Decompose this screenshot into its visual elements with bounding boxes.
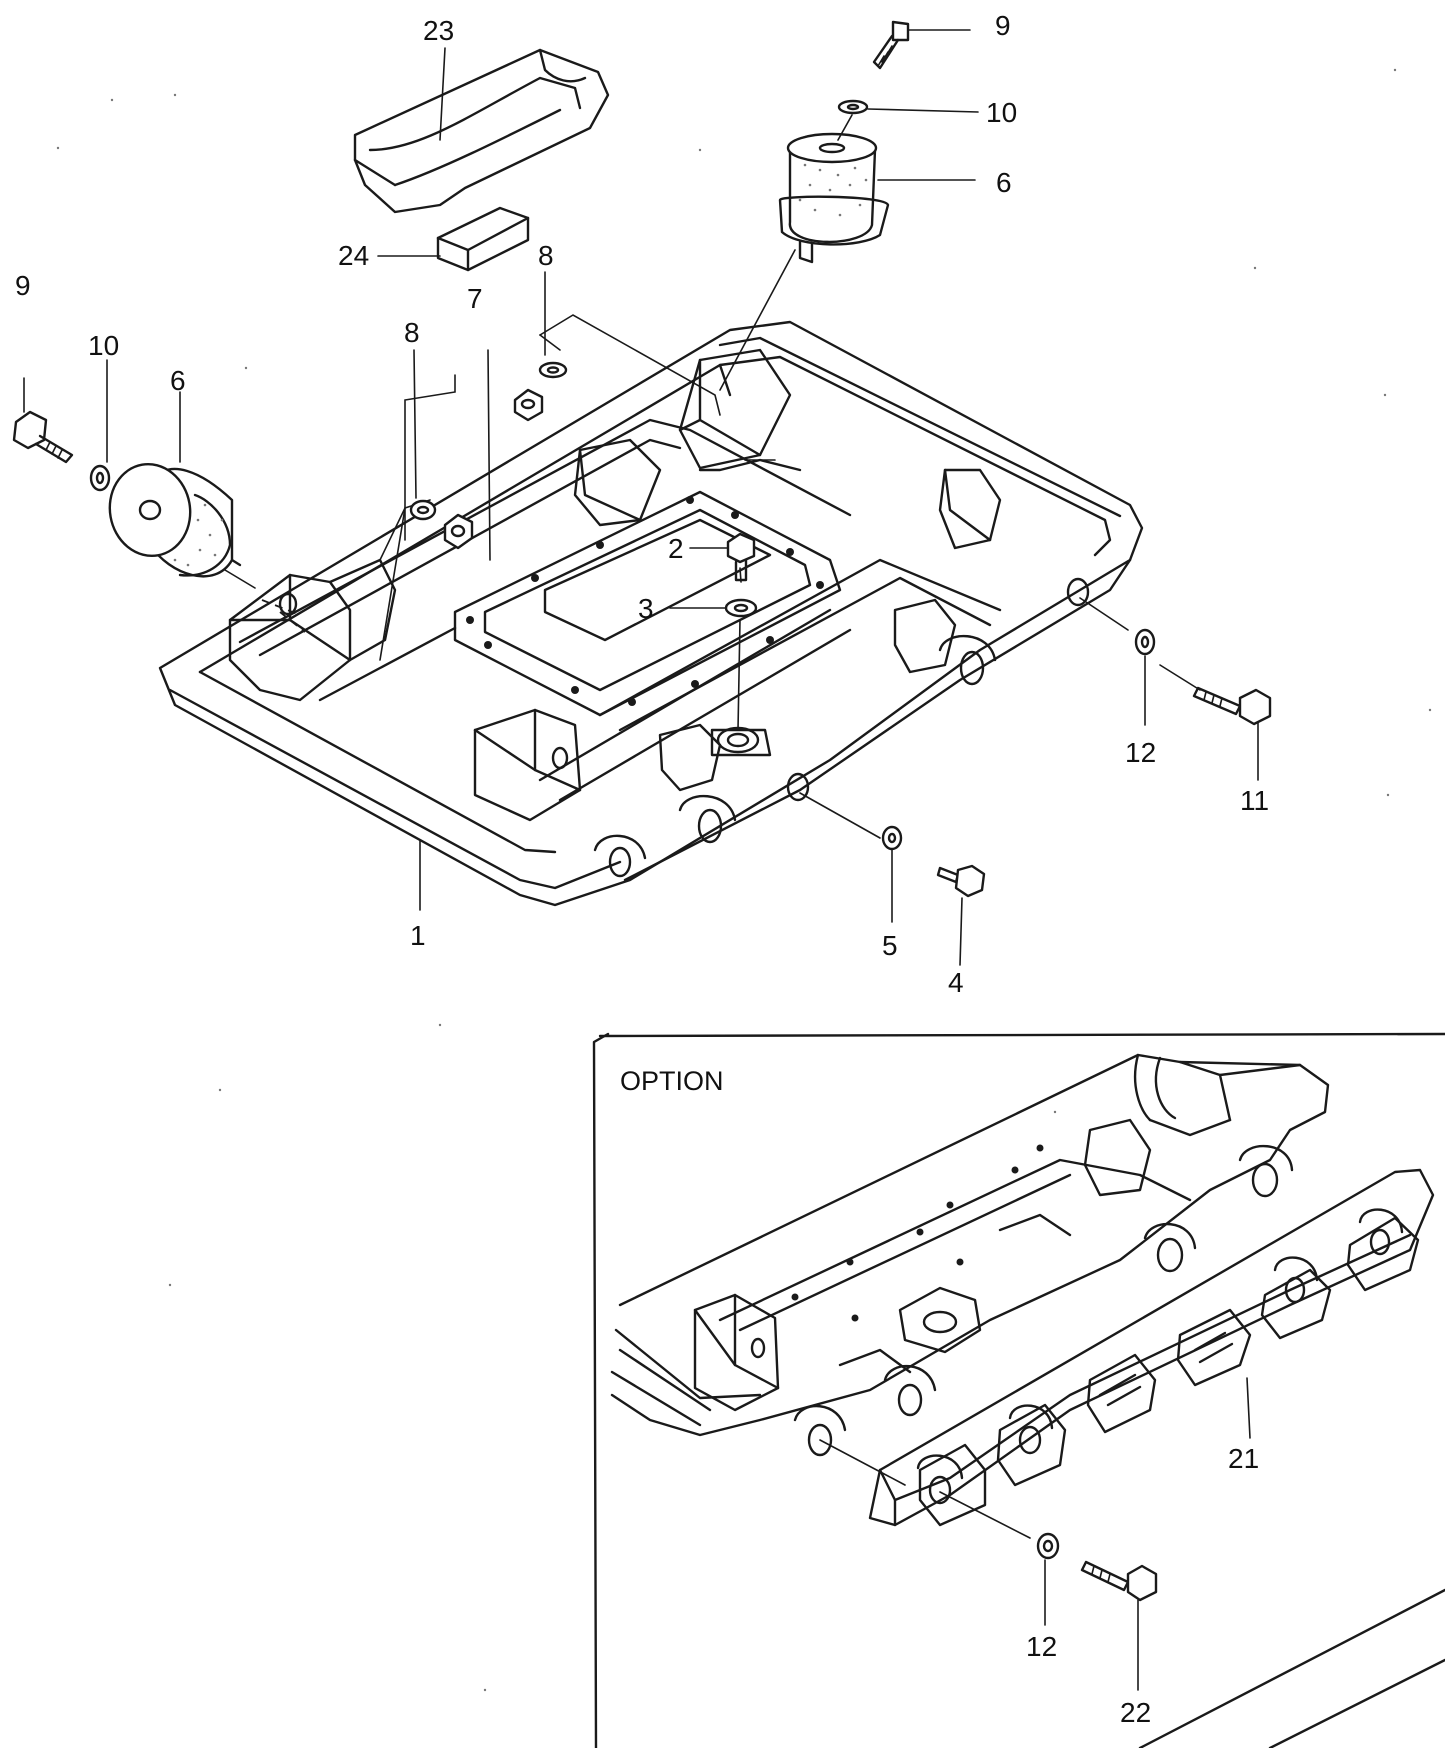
leader-23	[439, 47, 446, 141]
callout-2: 2	[668, 533, 684, 564]
part-24-block	[436, 206, 530, 272]
part-2-bolt	[689, 532, 756, 582]
mount-texture-upper	[798, 163, 868, 217]
part-12-washer-option	[1036, 1532, 1060, 1626]
part-8-washer-upper	[538, 271, 568, 379]
callout-3: 3	[638, 593, 654, 624]
mount-texture-left	[173, 503, 224, 567]
callout-4: 4	[948, 967, 964, 998]
callout-23: 23	[423, 15, 454, 46]
part-11-bolt	[1192, 686, 1272, 781]
callout-6-left: 6	[170, 365, 186, 396]
callout-8-upper: 8	[538, 240, 554, 271]
part-8-nut-left	[409, 349, 437, 521]
callout-10-top: 10	[986, 97, 1017, 128]
callout-22: 22	[1120, 1697, 1151, 1728]
part-7-nut-upper	[513, 388, 544, 422]
callout-1: 1	[410, 920, 426, 951]
part-6-mount-left	[108, 462, 242, 578]
part-9-bolt-left	[12, 377, 74, 464]
part-12-washer-right	[1134, 628, 1156, 726]
part-21-side-bar	[868, 1168, 1435, 1527]
part-6-mount-upper	[778, 132, 890, 264]
callout-10-left: 10	[88, 330, 119, 361]
callout-21: 21	[1228, 1443, 1259, 1474]
part-23-pad	[353, 48, 610, 214]
leader-lines	[224, 249, 1201, 839]
callout-labels: 23 9 10 6 24 8 7 9 10 6 8 2 3 12 11 1 5 …	[15, 10, 1269, 1728]
scan-specks	[56, 68, 1432, 1692]
callout-24: 24	[338, 240, 369, 271]
callout-7: 7	[467, 283, 483, 314]
part-22-bolt	[1080, 1560, 1158, 1691]
callout-12-right: 12	[1125, 737, 1156, 768]
option-inset	[592, 1032, 1445, 1748]
callout-5: 5	[882, 930, 898, 961]
callout-9-left: 9	[15, 270, 31, 301]
part-10-washer-left	[89, 359, 111, 492]
part-5-washer	[881, 825, 903, 923]
part-10-washer-top	[837, 99, 979, 141]
callout-6-top: 6	[996, 167, 1012, 198]
callout-11: 11	[1240, 785, 1269, 816]
option-title: OPTION	[620, 1066, 724, 1096]
part-7-nut	[443, 513, 474, 550]
callout-12-option: 12	[1026, 1631, 1057, 1662]
part-9-bolt-top	[872, 20, 971, 70]
base-frame	[158, 320, 1144, 907]
callout-9-top: 9	[995, 10, 1011, 41]
callout-8-left: 8	[404, 317, 420, 348]
part-4-bolt	[936, 864, 986, 966]
part-3-washer	[669, 598, 758, 618]
